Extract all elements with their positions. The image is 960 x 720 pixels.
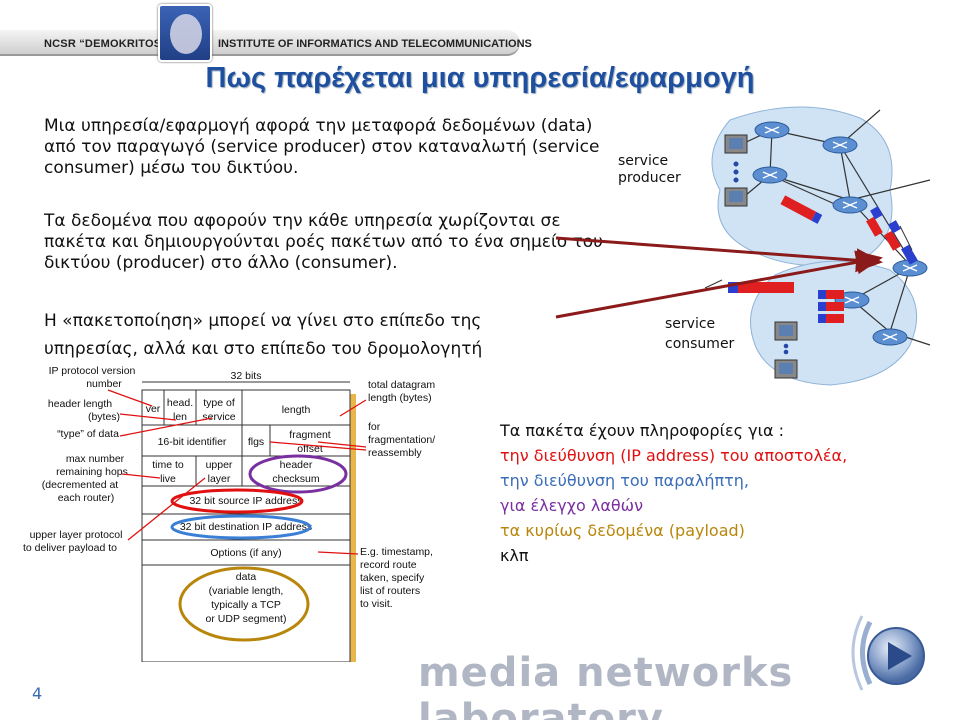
computer-icon: [724, 134, 748, 207]
field-flags: flgs: [248, 436, 264, 448]
field-src: 32 bit source IP address: [189, 495, 302, 507]
paragraph-3: Η «πακετοποίηση» μπορεί να γίνει στο επί…: [44, 311, 483, 359]
note-frag: reassembly: [368, 447, 422, 459]
note-proto: to deliver payload to: [23, 542, 117, 554]
producer-label: service: [618, 153, 668, 169]
info-item: την διεύθυνση του παραλήπτη,: [500, 471, 750, 490]
network-diagram: service producer service consumer: [618, 106, 931, 386]
field-data: typically a TCP: [211, 599, 281, 611]
note-total: total datagram: [368, 379, 435, 391]
field-upper: layer: [208, 473, 231, 485]
note-eg: E.g. timestamp,: [360, 546, 433, 558]
computer-icon: [774, 321, 798, 379]
paragraph-2: Τα δεδομένα που αφορούν την κάθε υπηρεσί…: [44, 211, 603, 273]
note-type: “type” of data: [57, 428, 119, 440]
note-proto: upper layer protocol: [30, 529, 123, 541]
header-bar: [0, 30, 520, 56]
field-head-len: len: [173, 411, 187, 423]
field-length: length: [282, 404, 311, 416]
ip-datagram-diagram: 32 bits ver head. len type of service le…: [23, 365, 435, 662]
demokritos-logo: [158, 4, 212, 62]
note-hops: remaining hops: [56, 466, 128, 478]
slide-title: Πως παρέχεται μια υπηρεσία/εφαρμογή: [205, 62, 755, 94]
info-item: τα κυρίως δεδομένα (payload): [500, 521, 745, 540]
field-checksum: header: [280, 459, 313, 471]
note-eg: to visit.: [360, 598, 393, 610]
field-checksum: checksum: [272, 473, 320, 485]
field-dst: 32 bit destination IP address: [180, 521, 312, 533]
note-eg: taken, specify: [360, 572, 425, 584]
note-frag: fragmentation/: [368, 434, 435, 446]
page-number: 4: [32, 684, 43, 703]
field-data: (variable length,: [209, 585, 284, 597]
note-total: length (bytes): [368, 392, 432, 404]
play-logo-icon: [851, 615, 925, 691]
info-item: την διεύθυνση (IP address) του αποστολέα…: [500, 446, 848, 465]
note-version: IP protocol version: [49, 365, 136, 377]
field-identifier: 16-bit identifier: [158, 436, 227, 448]
note-hlen: (bytes): [88, 411, 120, 423]
note-eg: record route: [360, 559, 417, 571]
lab-name: media networks laboratory: [418, 650, 794, 720]
field-ttl: live: [160, 473, 176, 485]
info-item: για έλεγχο λαθών: [500, 496, 644, 515]
pointer-arrow: [555, 250, 883, 319]
note-frag: for: [368, 421, 381, 433]
arrow-icon: [704, 279, 723, 289]
institute-name: INSTITUTE OF INFORMATICS AND TELECOMMUNI…: [218, 38, 532, 50]
note-hops: (decremented at: [42, 479, 119, 491]
field-data: or UDP segment): [206, 613, 287, 625]
org-name: NCSR “DEMOKRITOS”: [44, 38, 167, 50]
info-intro: Τα πακέτα έχουν πληροφορίες για :: [500, 421, 785, 440]
producer-label: producer: [618, 170, 681, 186]
field-ttl: time to: [152, 459, 184, 471]
note-hlen: header length: [48, 398, 112, 410]
packet-info-list: Τα πακέτα έχουν πληροφορίες για : την δι…: [500, 418, 940, 568]
consumer-label: service: [665, 316, 715, 332]
info-item: κλπ: [500, 546, 529, 565]
field-fragment: fragment: [289, 429, 331, 441]
logo-portrait: [170, 14, 202, 54]
pointer-arrow: [555, 236, 883, 273]
field-tos: type of: [203, 397, 235, 409]
field-options: Options (if any): [210, 547, 281, 559]
paragraph-1: Μια υπηρεσία/εφαρμογή αφορά την μεταφορά…: [44, 116, 600, 178]
bits-label: 32 bits: [231, 370, 262, 382]
field-ver: ver: [146, 403, 161, 415]
note-eg: list of routers: [360, 585, 420, 597]
field-upper: upper: [206, 459, 233, 471]
note-hops: max number: [66, 453, 125, 465]
field-head-len: head.: [167, 397, 193, 409]
field-data: data: [236, 571, 257, 583]
packet-flow: [728, 195, 918, 323]
field-tos: service: [202, 411, 235, 423]
consumer-label: consumer: [665, 336, 735, 352]
note-version: number: [86, 378, 122, 390]
note-hops: each router): [58, 492, 115, 504]
